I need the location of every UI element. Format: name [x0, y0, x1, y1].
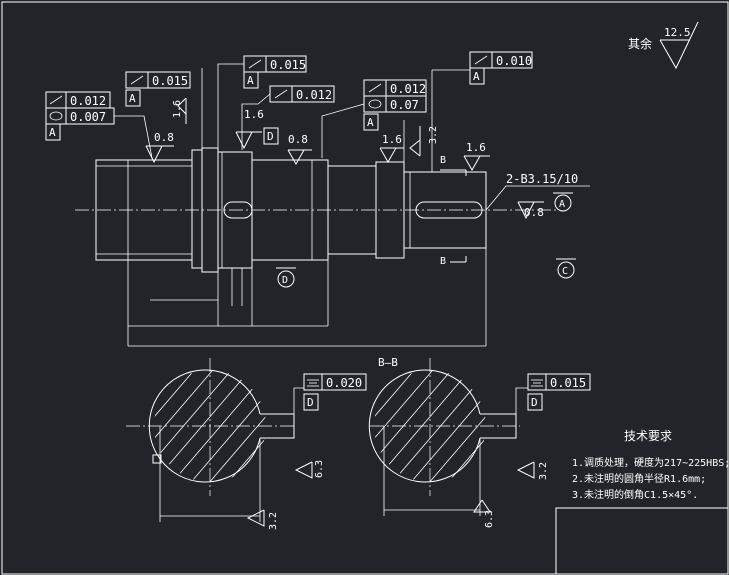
- centerhole-callout: 2-B3.15/10 0.8 A: [485, 172, 590, 220]
- fcf-top: 0.010 A: [469, 51, 533, 85]
- left-runout-value: 0.012: [70, 94, 106, 108]
- fcf-shoulder: 0.015 A: [217, 55, 307, 89]
- right-sym-datum: D: [531, 396, 538, 409]
- keyway-right: [415, 201, 483, 219]
- left-datum: A: [49, 126, 56, 139]
- right-cyl-value: 0.07: [390, 98, 419, 112]
- left-sym-value: 0.020: [326, 376, 362, 390]
- left-rough-bottom: 3.2: [268, 512, 279, 530]
- fcf-mid: 0.012 D: [241, 85, 335, 150]
- mid-runout-value: 0.012: [296, 88, 332, 102]
- centerhole-spec: 2-B3.15/10: [506, 172, 578, 186]
- datum-d-symbol: D: [276, 267, 296, 288]
- top-runout-value: 0.010: [496, 54, 532, 68]
- svg-text:C: C: [562, 266, 568, 277]
- fcf-right: 0.012 0.07 A: [321, 79, 427, 158]
- top-datum: A: [473, 70, 480, 83]
- section-view-right: 0.015 D 3.2 6.3: [368, 358, 591, 528]
- datum-c-symbol: C: [556, 258, 576, 279]
- mid-finish-b: 0.8: [288, 133, 308, 146]
- tech-line-2: 2.未注明的圆角半径R1.6mm;: [572, 472, 706, 485]
- right-datum: A: [367, 116, 374, 129]
- tech-line-1: 1.调质处理，硬度为217~225HBS;: [572, 456, 729, 469]
- right-runout-value: 0.012: [390, 82, 426, 96]
- right-finish-b: 3.2: [428, 126, 439, 144]
- right-rough-bottom: 6.3: [484, 510, 495, 528]
- tech-requirements: 技术要求 1.调质处理，硬度为217~225HBS; 2.未注明的圆角半径R1.…: [572, 429, 729, 501]
- tech-title: 技术要求: [624, 429, 672, 443]
- shoulder-runout-value: 0.015: [270, 58, 306, 72]
- bearing-runout-value: 0.015: [152, 74, 188, 88]
- left-rough-side: 6.3: [314, 460, 325, 478]
- title-block-corner: [555, 507, 728, 574]
- datum-a-symbol: A: [559, 199, 565, 210]
- fcf-left: 0.012 0.007 A: [45, 91, 153, 159]
- section-label-top: B: [440, 155, 446, 166]
- left-shoulder-finish: 1.6: [172, 100, 183, 118]
- fcf-bearing: 0.015 A: [125, 71, 191, 107]
- center-finish: 0.8: [524, 206, 544, 219]
- others-roughness-value: 12.5: [664, 26, 691, 39]
- tech-line-3: 3.未注明的倒角C1.5×45°.: [572, 488, 698, 501]
- left-sym-datum: D: [307, 396, 314, 409]
- others-label: 其余: [628, 36, 652, 51]
- mid-finish-a: 1.6: [244, 108, 264, 121]
- right-sym-value: 0.015: [550, 376, 586, 390]
- section-view-left: 0.020 D 6.3 3.2: [126, 358, 367, 530]
- svg-text:D: D: [282, 275, 288, 286]
- right-finish-a: 1.6: [382, 133, 402, 146]
- shoulder-datum: A: [247, 74, 254, 87]
- right-finish-c: 1.6: [466, 141, 486, 154]
- right-rough-side: 3.2: [538, 462, 549, 480]
- section-title: B—B: [378, 356, 398, 369]
- shaft-main-view: [75, 68, 560, 347]
- left-finish: 0.8: [154, 131, 174, 144]
- left-cyl-value: 0.007: [70, 110, 106, 124]
- mid-datum: D: [267, 130, 274, 143]
- surface-marks: 0.8 1.6 1.6 0.8 1.6 3.2 1.6: [145, 97, 490, 172]
- section-label-bottom: B: [440, 256, 446, 267]
- bearing-datum: A: [129, 92, 136, 105]
- roughness-others: 其余 12.5: [628, 21, 699, 70]
